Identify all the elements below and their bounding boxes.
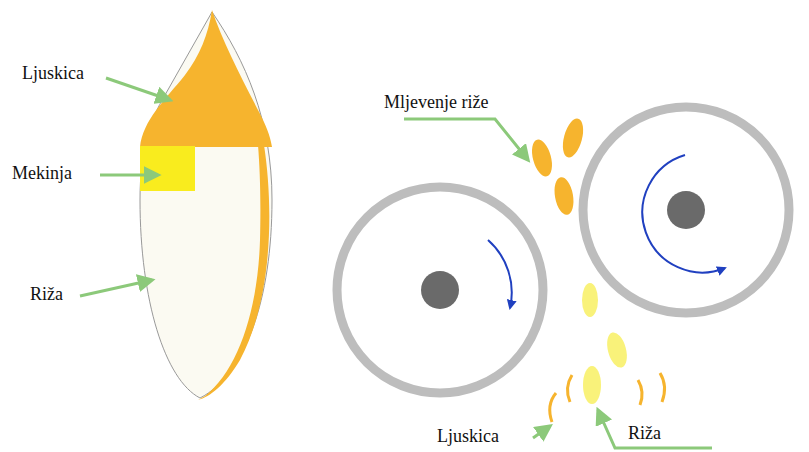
part-label: Ljuskica: [22, 64, 84, 84]
roller-right: [583, 107, 789, 313]
part-label: Mekinja: [12, 164, 72, 184]
roller-left: [337, 187, 543, 393]
husk-out: [550, 373, 665, 422]
rice-out: [582, 283, 630, 404]
part-label: Riža: [30, 285, 63, 305]
grains-in: [528, 116, 586, 216]
process-label: Mljevenje riže: [384, 93, 488, 113]
output-label: Riža: [628, 424, 661, 444]
rice-grain: [140, 10, 272, 400]
leader-lines: [80, 78, 712, 448]
output-label: Ljuskica: [437, 427, 499, 447]
